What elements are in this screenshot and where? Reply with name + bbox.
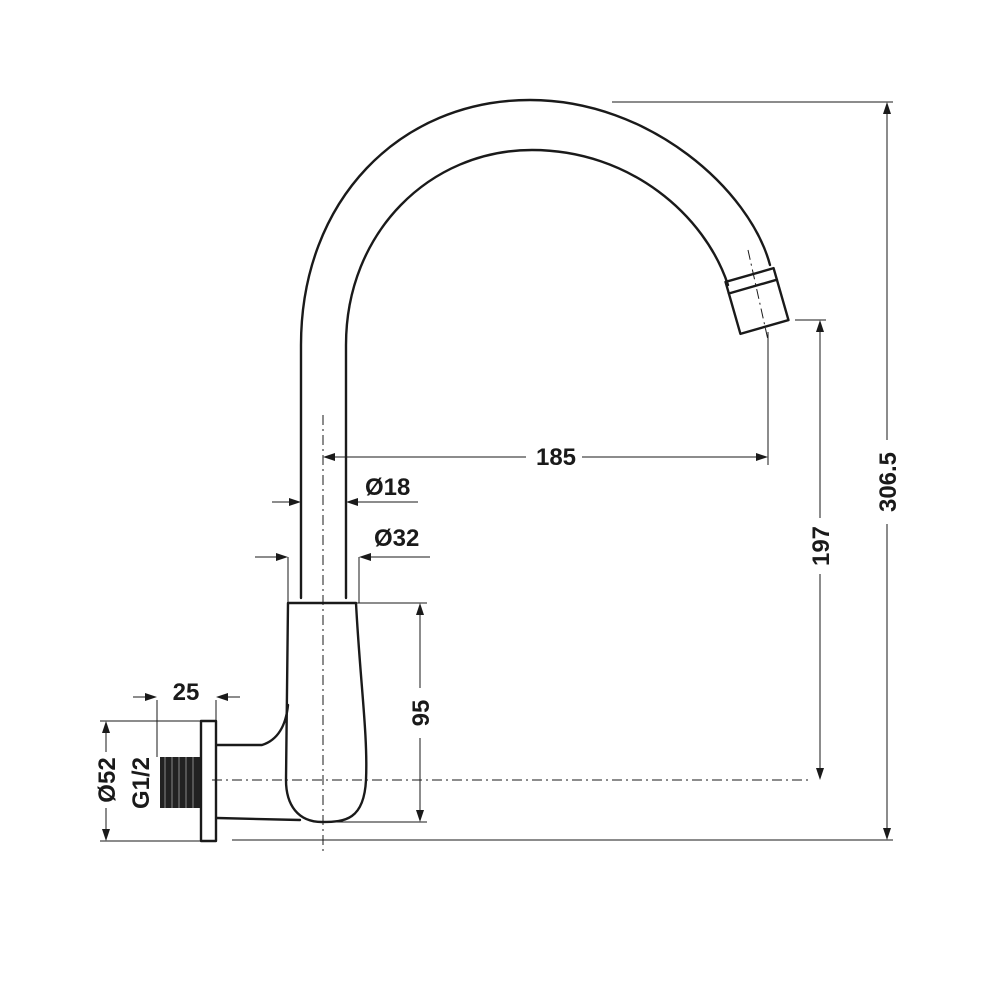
label-outlet-height: 197 xyxy=(808,526,835,566)
center-lines xyxy=(212,249,810,855)
label-reach: 185 xyxy=(536,444,576,471)
dimension-body-diameter: Ø32 xyxy=(255,525,430,561)
extension-lines xyxy=(100,101,893,842)
dimension-flange-diameter: Ø52 xyxy=(92,721,121,841)
spout-inner-line xyxy=(344,148,730,600)
dimension-wall-offset: 25 xyxy=(133,679,240,706)
dimension-reach: 185 xyxy=(323,440,768,471)
label-wall-offset: 25 xyxy=(173,679,200,706)
thread-ridges xyxy=(164,757,194,808)
wall-flange xyxy=(199,719,218,843)
label-flange-diameter: Ø52 xyxy=(94,757,121,802)
faucet-outline xyxy=(160,98,790,843)
label-spout-diameter: Ø18 xyxy=(365,474,410,501)
label-body-height: 95 xyxy=(408,700,435,727)
connection-arm xyxy=(215,703,290,747)
dimension-outlet-height: 197 xyxy=(806,320,835,780)
thread-nipple xyxy=(160,757,200,808)
label-body-diameter: Ø32 xyxy=(374,525,419,552)
label-thread: G1/2 xyxy=(128,757,155,809)
dimension-body-height: 95 xyxy=(406,603,435,822)
mixer-body xyxy=(284,601,368,824)
label-total-height: 306.5 xyxy=(875,452,902,512)
dimension-spout-diameter: Ø18 xyxy=(272,474,418,506)
aerator-centerline xyxy=(747,249,769,341)
spout-outer-line xyxy=(299,98,772,600)
dimension-thread: G1/2 xyxy=(128,757,155,809)
connection-arm-lower xyxy=(215,816,302,822)
aerator-nozzle xyxy=(724,266,790,336)
dimension-total-height: 306.5 xyxy=(872,102,902,840)
